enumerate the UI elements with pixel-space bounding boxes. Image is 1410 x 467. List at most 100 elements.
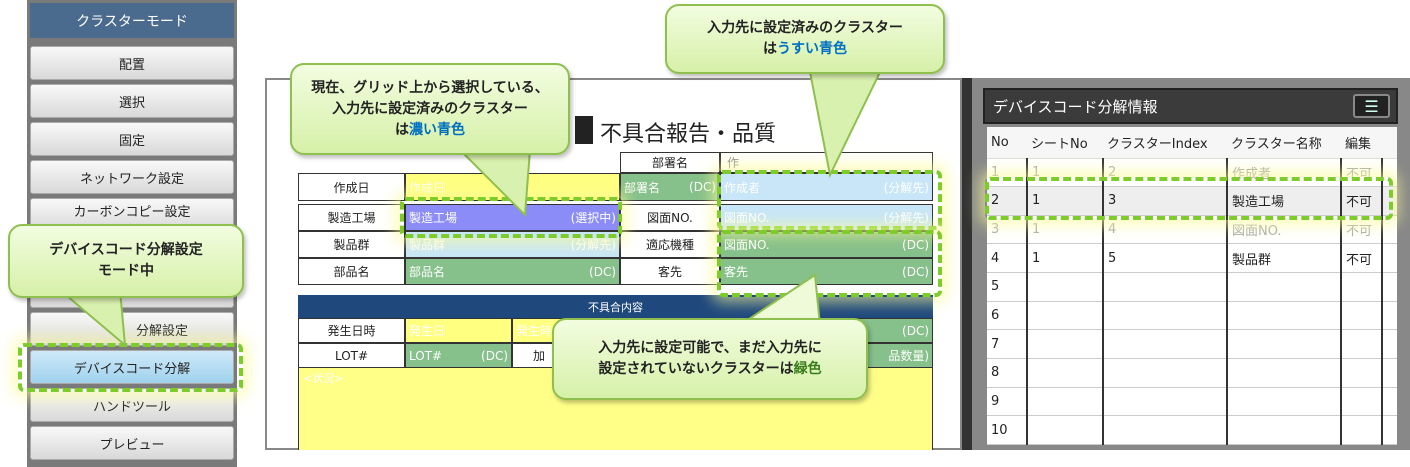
table-cell: [1027, 272, 1104, 302]
select-button[interactable]: 選択: [30, 84, 234, 118]
callout-mode: デバイスコード分解設定 モード中: [8, 224, 244, 298]
table-cell: 1: [987, 158, 1028, 188]
table-cell: 3: [987, 215, 1028, 245]
table-cell: [1103, 358, 1228, 388]
cluster-part-name[interactable]: 部品名(DC): [405, 258, 620, 285]
cluster-dept[interactable]: 部署名 (DC): [620, 173, 720, 201]
table-cell: 5: [987, 272, 1028, 302]
cell-text: 客先: [724, 265, 749, 279]
table-cell: 2: [1103, 158, 1228, 188]
col-cluster-index[interactable]: クラスターIndex: [1103, 127, 1227, 159]
filler-cell: [1382, 387, 1397, 417]
cell-text: 図面NO.: [724, 211, 770, 225]
label-created-date: 作成日: [298, 173, 405, 201]
table-cell: 4: [1103, 215, 1228, 245]
callout-line: 現在、グリッド上から選択している、: [311, 79, 549, 96]
hamburger-icon[interactable]: ☰: [1353, 94, 1390, 118]
col-filler: [1382, 127, 1397, 159]
callout-line: 入力先に設定済みのクラスター: [707, 20, 903, 36]
table-cell: [1227, 301, 1342, 331]
cell-tag: (分解先): [883, 211, 929, 225]
table-cell: [1027, 415, 1104, 445]
callout-assigned: 入力先に設定済みのクラスター はうすい青色: [665, 4, 945, 74]
fix-button[interactable]: 固定: [30, 122, 234, 156]
table-cell: 2: [987, 186, 1028, 216]
col-sheet-no[interactable]: シートNo: [1027, 127, 1103, 159]
cluster-lot[interactable]: LOT#(DC): [405, 343, 512, 368]
table-cell: [1103, 329, 1228, 359]
table-cell: 1: [1027, 215, 1104, 245]
col-cluster-name[interactable]: クラスター名称: [1227, 127, 1341, 159]
col-no[interactable]: No: [987, 127, 1027, 159]
label-customer: 客先: [620, 258, 720, 285]
table-cell: [1027, 358, 1104, 388]
label-model: 適応機種: [620, 231, 720, 258]
table-cell: 3: [1103, 186, 1228, 216]
tail-mode: [57, 289, 127, 348]
table-cell: [1341, 301, 1383, 331]
table-row[interactable]: 5: [987, 272, 1397, 302]
label-lot: LOT#: [298, 343, 405, 368]
table-cell: [1341, 272, 1383, 302]
cell-tag: (分解先): [883, 180, 929, 195]
label-product-group: 製品群: [298, 231, 405, 258]
cell-text: 製造工場: [409, 211, 458, 225]
filler-cell: [1382, 301, 1397, 331]
callout-line: は濃い青色: [395, 120, 465, 141]
place-button[interactable]: 配置: [30, 46, 234, 80]
cluster-factory-selected[interactable]: 製造工場 (選択中): [405, 204, 620, 231]
cluster-author[interactable]: 作成者(分解先): [720, 173, 933, 201]
cluster-occur-date[interactable]: 発生日: [405, 318, 512, 343]
cell-tag: (DC): [481, 348, 508, 363]
table-row[interactable]: 8: [987, 358, 1397, 388]
callout-text: は: [395, 121, 409, 138]
cluster-model[interactable]: 図面NO. (DC): [720, 231, 933, 258]
cell-tag: (DC): [589, 264, 616, 279]
sidebar-title: クラスターモード: [30, 3, 234, 38]
cell-tag: (分解先): [570, 238, 616, 252]
panel-title: デバイスコード分解情報: [983, 88, 1398, 124]
cell-tag: (DC): [902, 237, 929, 252]
highlight-selected-row: [985, 177, 1393, 220]
table-cell: [1103, 415, 1228, 445]
table-cell: 1: [1027, 158, 1104, 188]
table-cell: [1227, 329, 1342, 359]
filler-cell: [1382, 415, 1397, 445]
table-row[interactable]: 9: [987, 387, 1397, 417]
form-mark: [575, 116, 593, 144]
callout-color-word: 緑色: [793, 361, 822, 377]
cell-tag: (選択中): [570, 211, 616, 225]
callout-available: 入力先に設定可能で、まだ入力先に 設定されていないクラスターは緑色: [552, 318, 868, 400]
table-cell: [1341, 329, 1383, 359]
network-settings-button[interactable]: ネットワーク設定: [30, 160, 234, 194]
filler-cell: [1382, 358, 1397, 388]
highlight-active-mode: [18, 343, 243, 392]
device-code-decompose-button[interactable]: デバイスコード分解: [30, 350, 234, 384]
table-row[interactable]: 6: [987, 301, 1397, 331]
callout-text: 設定されていないクラスターは: [598, 361, 794, 377]
table-cell: 6: [987, 301, 1028, 331]
callout-text: は: [763, 41, 777, 57]
label-occur-datetime: 発生日時: [298, 318, 405, 343]
table-row[interactable]: 10: [987, 415, 1397, 445]
decomposition-settings-button[interactable]: 分解設定: [30, 312, 234, 346]
table-cell: [1341, 358, 1383, 388]
table-cell: 不可: [1341, 243, 1383, 274]
table-cell: 製品群: [1227, 243, 1342, 274]
col-edit[interactable]: 編集: [1341, 127, 1382, 159]
hand-tool-button[interactable]: ハンドツール: [30, 388, 234, 422]
tail-selected: [457, 149, 532, 218]
table-row[interactable]: 7: [987, 329, 1397, 359]
table-cell: [1027, 301, 1104, 331]
cell-text: 図面NO.: [724, 238, 770, 252]
callout-line: 設定されていないクラスターは緑色: [598, 359, 821, 380]
cell-tag: (DC): [689, 180, 716, 194]
preview-button[interactable]: プレビュー: [30, 426, 234, 460]
callout-line: はうすい青色: [763, 39, 847, 60]
cell-text: 部署名: [624, 180, 661, 195]
cell-text: 製品群: [409, 238, 446, 252]
table-cell: 10: [987, 415, 1028, 445]
